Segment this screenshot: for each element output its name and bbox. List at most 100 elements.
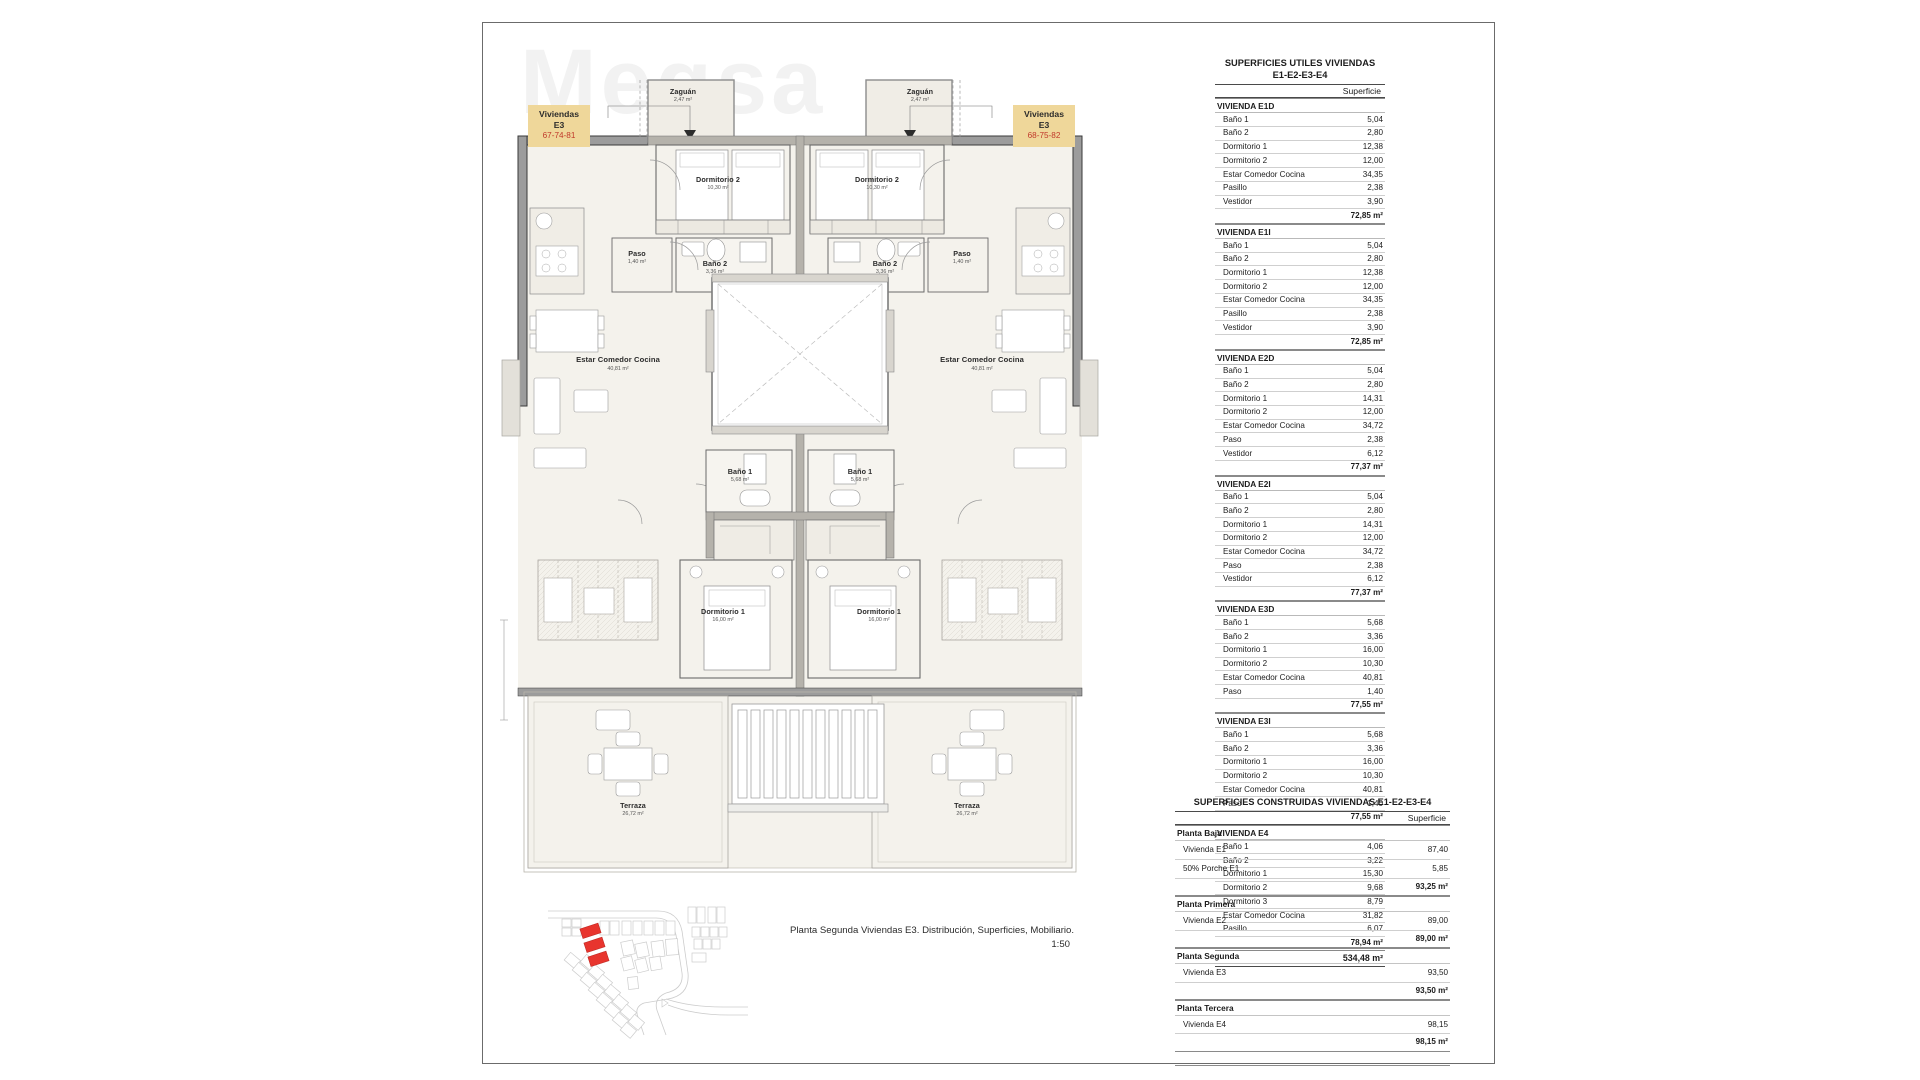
table-cell-value: 8,79 (1367, 896, 1383, 906)
floor-plan[interactable]: Zaguán 2,47 m² Zaguán 2,47 m² Dormitorio… (500, 60, 1100, 890)
table-cell-label: Baño 1 (1223, 366, 1249, 376)
table-subtotal-value: 93,25 m² (1415, 881, 1448, 891)
table-title: SUPERFICIES CONSTRUIDAS VIVIENDAS E1-E2-… (1175, 795, 1450, 813)
table-cell-label: Dormitorio 1 (1223, 645, 1268, 655)
table-cell-value: 2,38 (1367, 183, 1383, 193)
caption-scale: 1:50 (1051, 939, 1070, 950)
table-cell-value: 4,06 (1367, 841, 1383, 851)
table-row: Pasillo 2,38 (1215, 182, 1385, 196)
table-cell-label: Baño 1 (1223, 841, 1249, 851)
table-cell-label: Estar Comedor Cocina (1223, 169, 1305, 179)
table-subtotal-row: 93,50 m² (1175, 983, 1450, 1000)
table-cell-label: Vivienda E3 (1183, 967, 1227, 977)
table-header-row: Superficie (1175, 812, 1450, 826)
table-cell-label: Estar Comedor Cocina (1223, 910, 1305, 920)
table-cell-value: 34,72 (1362, 421, 1383, 431)
table-cell-label: Paso (1223, 686, 1242, 696)
badge-codes: 68-75-82 (1027, 131, 1061, 141)
table-cell-value: 2,38 (1367, 309, 1383, 319)
table-subtotal-value: 98,15 m² (1415, 1037, 1448, 1047)
table-cell-value: 6,07 (1367, 924, 1383, 934)
table-group-header: VIVIENDA E1D (1215, 98, 1385, 114)
table-cell-value: 31,82 (1362, 910, 1383, 920)
table-cell-label: Estar Comedor Cocina (1223, 672, 1305, 682)
badge-title: Viviendas E3 (1024, 109, 1064, 130)
viviendas-badge-right[interactable]: Viviendas E3 68-75-82 (1013, 105, 1075, 147)
table-cell-value: 87,40 (1427, 845, 1448, 855)
column-header-superficie: Superficie (1342, 86, 1381, 97)
table-cell-value: 5,04 (1367, 114, 1383, 124)
table-cell-value: 10,30 (1362, 659, 1383, 669)
table-cell-label: 50% Porche E1 (1183, 864, 1240, 874)
site-key-map[interactable] (548, 895, 748, 1040)
table-cell-value: 5,85 (1432, 864, 1448, 874)
table-cell-label: Vestidor (1223, 322, 1253, 332)
table-subtotal-row: 89,00 m² (1175, 931, 1450, 948)
table-cell-value: 6,12 (1367, 448, 1383, 458)
table-cell-value: 34,35 (1362, 169, 1383, 179)
table-cell-label: Dormitorio 1 (1223, 757, 1268, 767)
table-cell-value: 2,38 (1367, 434, 1383, 444)
table-cell-value: 12,00 (1362, 533, 1383, 543)
table-cell-label: Estar Comedor Cocina (1223, 295, 1305, 305)
table-subtotal-row: 72,85 m² (1215, 335, 1385, 350)
table-cell-value: 5,68 (1367, 729, 1383, 739)
table-cell-label: Vivienda E4 (1183, 1019, 1227, 1029)
table-superficies-utiles[interactable]: SUPERFICIES UTILES VIVIENDAS E1-E2-E3-E4… (1215, 56, 1385, 968)
table-cell-value: 2,80 (1367, 254, 1383, 264)
table-superficies-construidas[interactable]: SUPERFICIES CONSTRUIDAS VIVIENDAS E1-E2-… (1175, 795, 1450, 1066)
table-cell-label: Paso (1223, 560, 1242, 570)
table-title-line1: SUPERFICIES UTILES VIVIENDAS (1224, 58, 1376, 68)
table-cell-label: Paso (1223, 434, 1242, 444)
table-group-header: Planta Segunda (1175, 947, 1450, 964)
table-cell-value: 5,04 (1367, 492, 1383, 502)
table-header-row: Superficie (1215, 85, 1385, 99)
table-cell-label: Estar Comedor Cocina (1223, 784, 1305, 794)
viviendas-badge-left[interactable]: Viviendas E3 67-74-81 (528, 105, 590, 147)
table-cell-value: 12,38 (1362, 267, 1383, 277)
table-cell-value: 2,80 (1367, 380, 1383, 390)
table-group-header: VIVIENDA E1I (1215, 224, 1385, 239)
table-cell-value: 34,72 (1362, 547, 1383, 556)
table-cell-label: Dormitorio 2 (1223, 407, 1268, 417)
table-cell-value: 10,30 (1362, 771, 1383, 781)
table-cell-label: Estar Comedor Cocina (1223, 421, 1305, 431)
table-cell-value: 3,36 (1367, 631, 1383, 641)
table-cell-label: Vestidor (1223, 448, 1253, 458)
table-row: Estar Comedor Cocina 31,82 (1215, 909, 1385, 923)
table-subtotal-value: 77,55 m² (1350, 700, 1383, 710)
table-cell-value: 3,90 (1367, 197, 1383, 207)
table-subtotal-value: 77,37 m² (1350, 462, 1383, 472)
grand-total-row: 534,48 m² (1215, 951, 1385, 968)
column-header-superficie: Superficie (1407, 813, 1446, 824)
table-subtotal-value: 78,94 m² (1350, 938, 1383, 948)
table-cell-value: 6,12 (1367, 574, 1383, 584)
table-cell-value: 5,04 (1367, 240, 1383, 250)
floor-plan-drawing (500, 79, 1099, 873)
table-cell-label: Pasillo (1223, 183, 1247, 193)
table-cell-value: 2,38 (1367, 560, 1383, 570)
table-subtotal-row: 77,55 m² (1215, 699, 1385, 714)
